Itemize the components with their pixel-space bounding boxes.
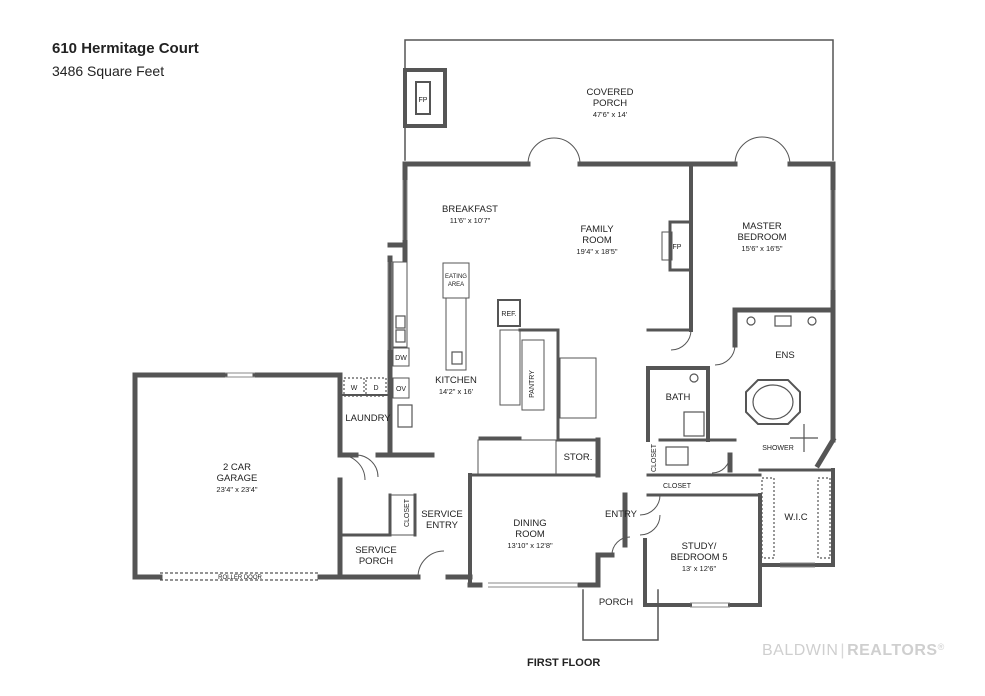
family-room-dims: 19'4" x 18'5" — [576, 247, 617, 256]
washer-label: W — [351, 385, 358, 392]
garage-label-1: 2 CAR — [223, 462, 251, 473]
room-labels: COVERED PORCH 47'6" x 14' FP BREAKFAST 1… — [216, 87, 807, 608]
study-label-2: BEDROOM 5 — [670, 552, 727, 563]
fixtures — [160, 68, 831, 581]
family-room-label-2: ROOM — [582, 235, 612, 246]
breakfast-dims: 11'6" x 10'7" — [450, 216, 491, 225]
entry-label: ENTRY — [605, 509, 638, 520]
floor-label: FIRST FLOOR — [527, 657, 601, 669]
service-porch-label-2: PORCH — [359, 556, 393, 567]
brand-separator: | — [840, 642, 846, 659]
dryer-label: D — [373, 385, 378, 392]
study-dims: 13' x 12'6" — [682, 564, 717, 573]
storage-label: STOR. — [564, 452, 593, 463]
walls — [132, 39, 837, 641]
covered-porch-label-1: COVERED — [587, 87, 634, 98]
pantry-label: PANTRY — [529, 370, 536, 398]
ensuite-label: ENS — [775, 350, 795, 361]
shower-label: SHOWER — [762, 445, 794, 452]
covered-porch-label-2: PORCH — [593, 98, 627, 109]
roller-door-label: ROLLER DOOR — [218, 575, 262, 581]
front-porch-label: PORCH — [599, 597, 633, 608]
master-bedroom-dims: 15'6" x 16'5" — [741, 244, 782, 253]
service-closet-label: CLOSET — [404, 498, 411, 527]
hall-closet-label: CLOSET — [651, 443, 658, 472]
eating-area-label-2: AREA — [448, 282, 464, 288]
eating-area-label-1: EATING — [445, 274, 467, 280]
kitchen-dims: 14'2" x 16' — [439, 387, 474, 396]
kitchen-label: KITCHEN — [435, 375, 477, 386]
bath-label: BATH — [666, 392, 691, 403]
refrigerator-label: REF. — [501, 311, 516, 318]
master-closet-label: CLOSET — [663, 483, 692, 490]
dining-room-label-2: ROOM — [515, 529, 545, 540]
plan-title: 610 Hermitage Court — [52, 40, 199, 57]
laundry-label: LAUNDRY — [345, 413, 391, 424]
brand-watermark: BALDWIN|REALTORS® — [762, 642, 945, 660]
dishwasher-label: DW — [395, 355, 407, 362]
family-room-label-1: FAMILY — [580, 224, 614, 235]
doors — [339, 136, 791, 578]
porch-fireplace-label: FP — [419, 97, 428, 104]
study-label-1: STUDY/ — [682, 541, 717, 552]
covered-porch-dims: 47'6" x 14' — [593, 110, 628, 119]
garage-label-2: GARAGE — [217, 473, 258, 484]
square-footage: 3486 Square Feet — [52, 63, 165, 79]
garage-dims: 23'4" x 23'4" — [216, 485, 257, 494]
service-entry-label-1: SERVICE — [421, 509, 463, 520]
family-fireplace-label: FP — [673, 244, 682, 251]
dining-room-dims: 13'10" x 12'8" — [507, 541, 553, 550]
brand-name-1: BALDWIN — [762, 642, 839, 659]
breakfast-label: BREAKFAST — [442, 204, 498, 215]
brand-registered-mark: ® — [937, 642, 945, 652]
windows — [225, 180, 836, 608]
master-bedroom-label-2: BEDROOM — [737, 232, 786, 243]
service-entry-label-2: ENTRY — [426, 520, 459, 531]
service-porch-label-1: SERVICE — [355, 545, 397, 556]
master-bedroom-label-1: MASTER — [742, 221, 782, 232]
brand-name-2: REALTORS — [847, 642, 938, 659]
oven-label: OV — [396, 386, 406, 393]
dining-room-label-1: DINING — [513, 518, 546, 529]
walk-in-closet-label: W.I.C — [784, 512, 807, 523]
